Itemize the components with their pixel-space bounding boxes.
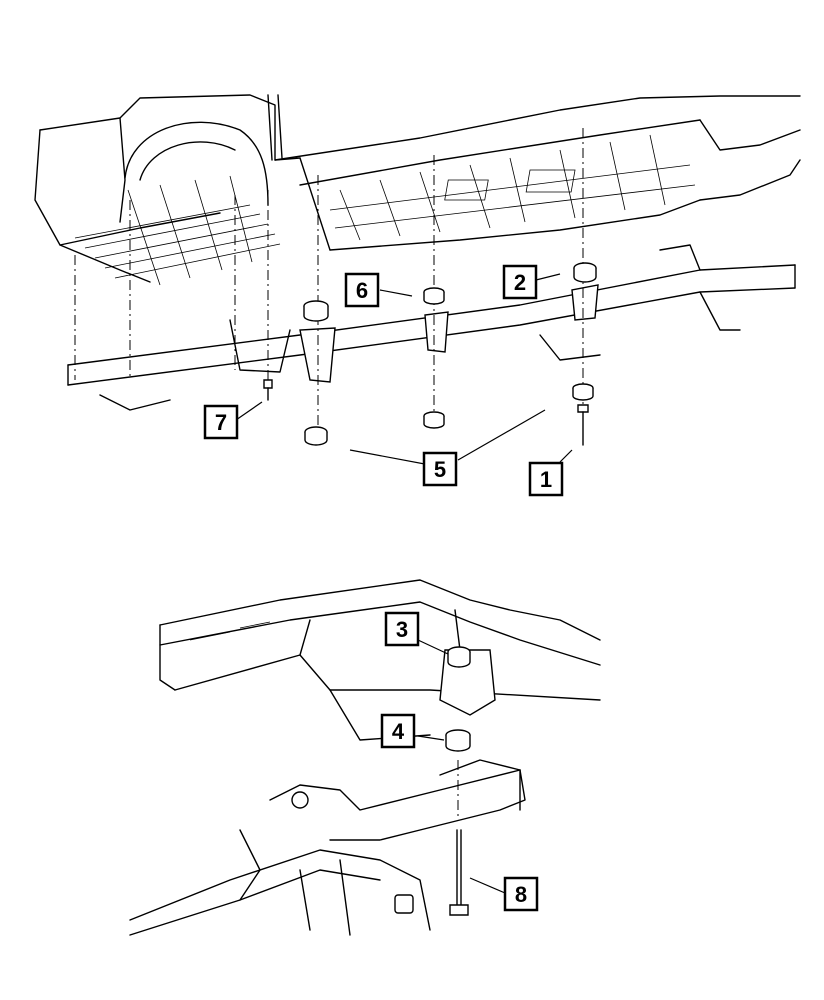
- leader-lines: [235, 273, 573, 894]
- front-frame-section: [129, 759, 526, 936]
- callout-6[interactable]: 6: [344, 272, 380, 308]
- alignment-lines: [74, 128, 584, 440]
- lower-insulator-center: [423, 411, 445, 429]
- bolt-right: [577, 404, 589, 446]
- callout-1[interactable]: 1: [528, 461, 564, 497]
- callout-6-label: 6: [356, 278, 368, 303]
- bolt-left: [263, 379, 273, 401]
- lower-insulator: [445, 729, 471, 752]
- upper-insulator-left: [303, 300, 329, 322]
- truck-body-floor-drawing: [34, 94, 801, 286]
- callout-2-label: 2: [514, 270, 526, 295]
- frame-rail-top: [67, 244, 796, 411]
- cab-floor-detail: [329, 134, 696, 241]
- callout-8[interactable]: 8: [503, 876, 539, 912]
- body-mount-insulators-top: [263, 262, 597, 446]
- callout-7[interactable]: 7: [203, 404, 239, 440]
- upper-insulator: [447, 646, 471, 668]
- callout-1-label: 1: [540, 467, 552, 492]
- callout-5[interactable]: 5: [422, 451, 458, 487]
- body-mount-insulators-bottom: [445, 646, 471, 752]
- callout-5-label: 5: [434, 457, 446, 482]
- lower-insulator-right: [572, 383, 594, 401]
- upper-insulator-center: [423, 287, 445, 305]
- lower-insulator-left: [304, 426, 328, 446]
- frame-rail-bottom: [159, 579, 601, 741]
- callout-3[interactable]: 3: [384, 611, 420, 647]
- callout-4[interactable]: 4: [380, 713, 416, 749]
- bed-floor-ribs: [74, 175, 281, 286]
- callout-7-label: 7: [215, 410, 227, 435]
- callout-4-label: 4: [392, 719, 405, 744]
- bolt-bottom: [449, 829, 469, 916]
- callout-2[interactable]: 2: [502, 264, 538, 300]
- callout-3-label: 3: [396, 617, 408, 642]
- callout-8-label: 8: [515, 882, 527, 907]
- upper-insulator-right: [573, 262, 597, 283]
